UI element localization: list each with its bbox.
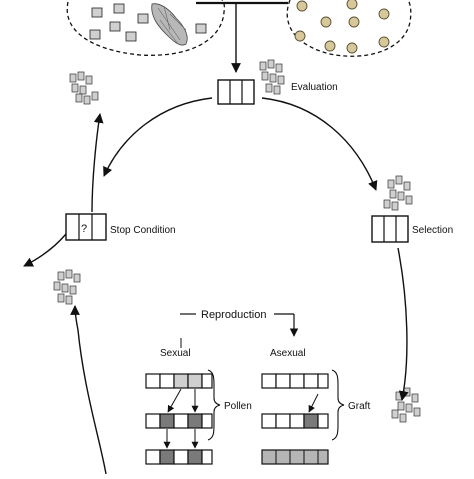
cluster-selection <box>383 175 413 211</box>
individual-square <box>109 21 121 32</box>
seed-dot <box>324 40 336 52</box>
top-connector <box>196 1 288 73</box>
individual-square <box>125 31 137 42</box>
cluster-evaluation <box>259 59 285 95</box>
seed-dot <box>320 16 332 28</box>
selection-node: Selection <box>371 215 453 243</box>
cluster-left-top <box>69 71 99 105</box>
stop-condition-node: ? Stop Condition <box>65 213 176 241</box>
individual-square <box>195 23 207 34</box>
cluster-left-bottom <box>53 269 81 305</box>
question-mark: ? <box>81 223 87 235</box>
cluster-bottom-right <box>391 387 421 423</box>
seed-dot <box>378 36 390 48</box>
sexual-label: Sexual <box>160 348 191 359</box>
individual-square <box>89 29 101 40</box>
individual-square <box>113 3 125 14</box>
seed-dot <box>346 0 358 10</box>
evaluation-node: Evaluation <box>217 79 338 105</box>
sexual-chromosomes: Pollen <box>145 369 252 465</box>
reproduction-label: Reproduction <box>201 309 266 321</box>
individual-square <box>91 7 103 18</box>
cycle-arrows <box>23 97 409 475</box>
selection-label: Selection <box>412 225 453 236</box>
seed-dot <box>348 16 360 28</box>
seed-dot <box>296 0 308 12</box>
asexual-label: Asexual <box>270 348 306 359</box>
asexual-chromosomes: Graft <box>261 369 370 465</box>
seed-dot <box>294 30 306 42</box>
stop-condition-label: Stop Condition <box>110 225 176 236</box>
population-cloud-squares <box>66 0 226 56</box>
seed-dot <box>378 8 390 20</box>
seed-dot <box>346 42 358 54</box>
pollen-label: Pollen <box>224 401 252 412</box>
graft-label: Graft <box>348 401 370 412</box>
population-cloud-seeds <box>286 0 412 57</box>
evaluation-label: Evaluation <box>291 82 338 93</box>
individual-square <box>137 13 149 24</box>
reproduction-section: Reproduction Sexual Asexual <box>160 309 306 359</box>
